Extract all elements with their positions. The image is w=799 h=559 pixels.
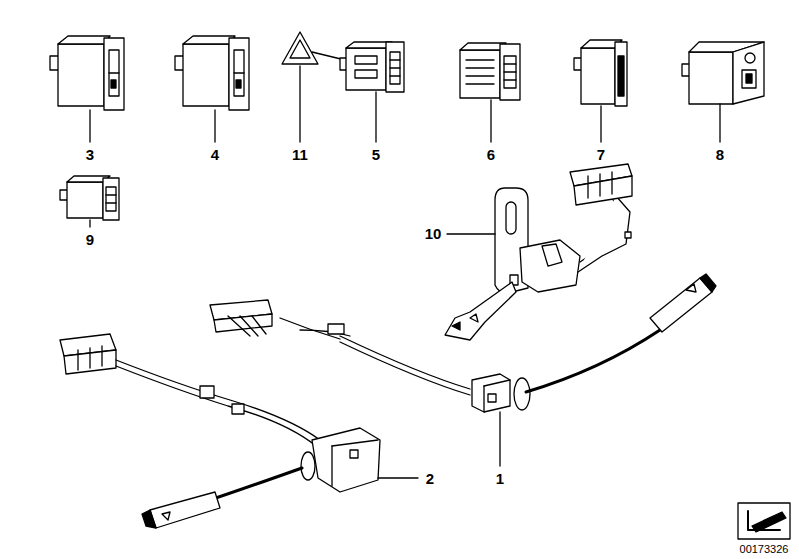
drawing-icon [738, 503, 790, 539]
switch-3 [50, 36, 124, 110]
switch-5 [340, 42, 404, 92]
callout-number: 4 [210, 147, 220, 164]
switch-6 [460, 43, 520, 100]
drawing-number: 00173326 [739, 543, 790, 555]
callout-number: 11 [291, 147, 309, 164]
switch-10 [445, 164, 632, 340]
leader-lines [90, 66, 720, 478]
switch-9 [60, 176, 119, 220]
switch-7 [574, 40, 627, 106]
callout-number: 1 [495, 471, 505, 488]
callout-number: 7 [596, 147, 606, 164]
callout-number: 5 [371, 147, 381, 164]
callout-number: 2 [425, 471, 435, 488]
hazard-symbol [282, 32, 345, 64]
callout-number: 10 [424, 226, 443, 243]
switch-2 [60, 334, 380, 528]
switch-8 [682, 42, 764, 104]
switch-1 [210, 274, 716, 412]
callout-number: 3 [85, 147, 95, 164]
switch-4 [175, 36, 249, 110]
callout-number: 9 [85, 232, 95, 249]
callout-number: 8 [715, 147, 725, 164]
callout-number: 6 [486, 147, 496, 164]
